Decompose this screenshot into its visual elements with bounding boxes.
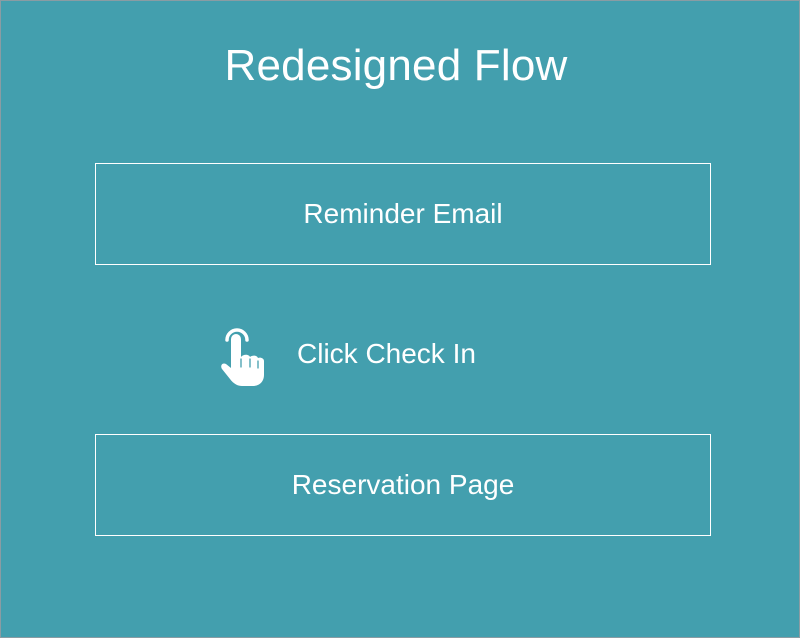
step-reminder-email: Reminder Email xyxy=(95,163,711,265)
action-click-check-in: Click Check In xyxy=(219,325,476,387)
step-reservation-page: Reservation Page xyxy=(95,434,711,536)
step-label: Reservation Page xyxy=(291,469,515,500)
diagram-title: Redesigned Flow xyxy=(224,41,568,90)
pointing-hand-icon xyxy=(221,328,264,386)
step-label: Reminder Email xyxy=(303,198,503,229)
action-label: Click Check In xyxy=(297,338,476,369)
